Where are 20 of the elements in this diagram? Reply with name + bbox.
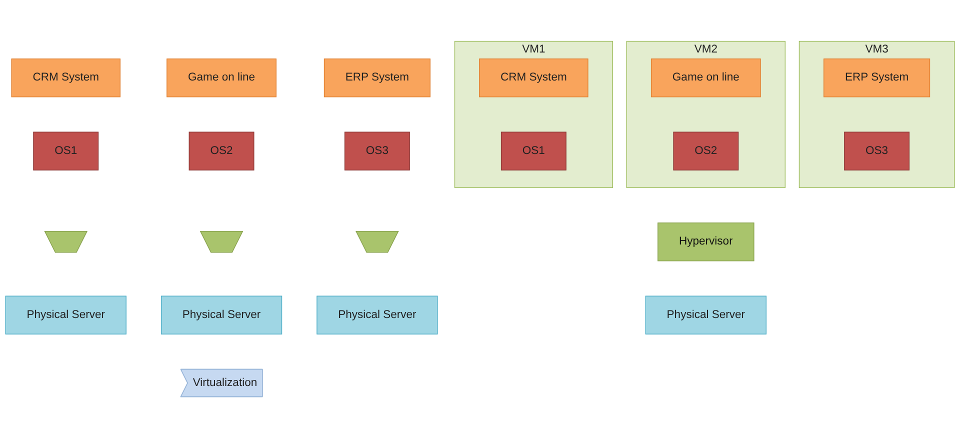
node-box: OS2 bbox=[673, 132, 739, 170]
node-trapezoid bbox=[356, 230, 399, 253]
node-box: Physical Server bbox=[316, 296, 438, 334]
node-box: ERP System bbox=[824, 58, 930, 98]
node-box: Physical Server bbox=[645, 296, 766, 334]
node-box: OS1 bbox=[33, 132, 99, 170]
node-box: Physical Server bbox=[160, 296, 282, 334]
node-trapezoid bbox=[44, 230, 88, 253]
node-trapezoid bbox=[200, 230, 244, 253]
node-box: CRM System bbox=[479, 58, 588, 98]
node-box: OS3 bbox=[344, 132, 410, 170]
node-box: OS3 bbox=[844, 132, 910, 170]
node-box: OS1 bbox=[500, 132, 566, 170]
node-box: OS2 bbox=[188, 132, 254, 170]
node-box: Physical Server bbox=[5, 296, 126, 334]
node-box: Hypervisor bbox=[658, 222, 754, 262]
node-box: ERP System bbox=[324, 58, 430, 98]
node-box: Game on line bbox=[166, 58, 276, 98]
node-box: Game on line bbox=[650, 58, 761, 98]
node-box: CRM System bbox=[11, 58, 120, 98]
